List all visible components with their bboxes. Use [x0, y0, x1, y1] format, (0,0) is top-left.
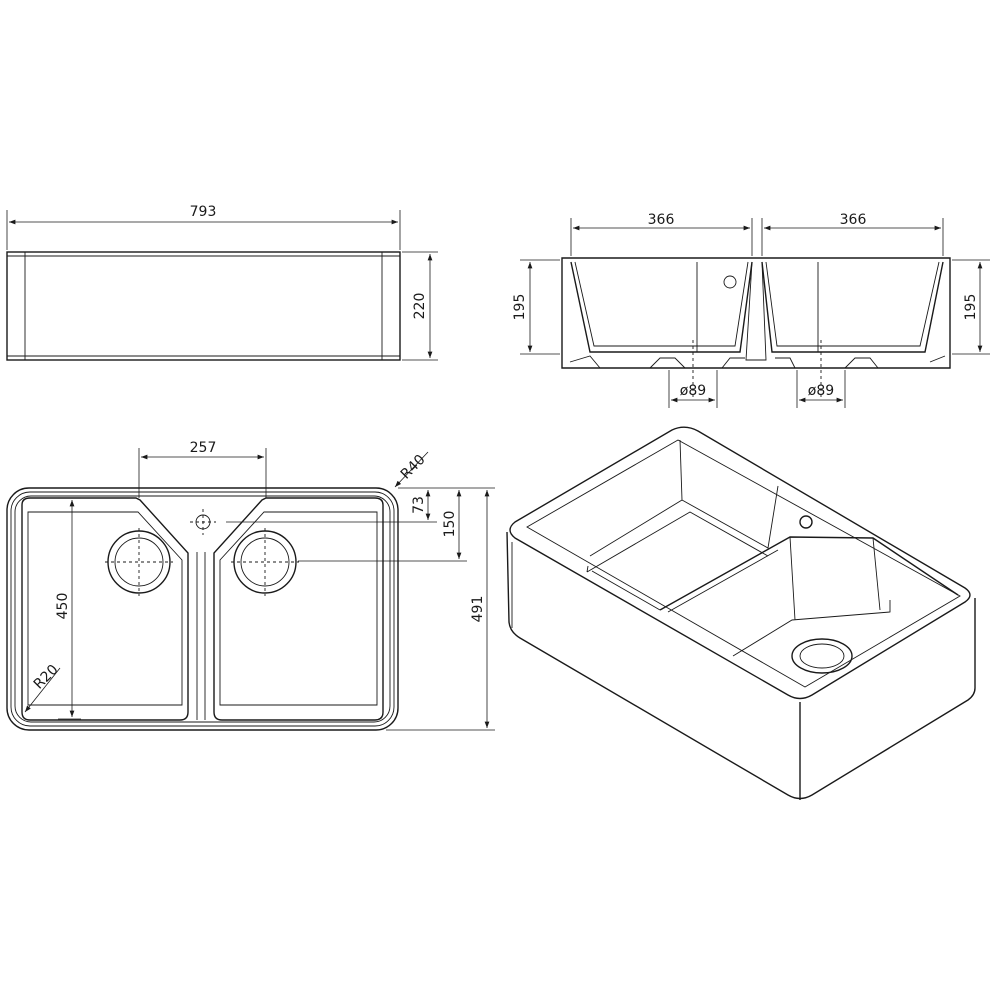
height-label: 220: [412, 293, 428, 320]
drain-spacing-dimension: 257: [138, 440, 267, 498]
plan-view: 257 73 150 491 450 R40: [6, 440, 495, 731]
right-drain-dimension: ø89: [796, 370, 846, 408]
outer-radius-callout: R40: [394, 451, 429, 488]
inner-radius-callout: R20: [24, 662, 62, 713]
left-drain-label: ø89: [680, 383, 706, 399]
left-depth-dimension: 195: [512, 259, 560, 355]
drain-offset-label: 150: [442, 511, 458, 538]
drain-offset-dimension: 150: [298, 490, 467, 562]
tap-hole: [190, 509, 216, 535]
front-view: 793 220: [6, 204, 438, 361]
height-dimension: 220: [402, 251, 438, 361]
right-bowl-width-label: 366: [840, 212, 867, 228]
iso-rim: [509, 426, 971, 700]
right-drain: [231, 528, 299, 596]
bowl-depth-dimension: 450: [55, 497, 81, 720]
tap-hole-offset-dimension: 73: [226, 487, 495, 523]
left-bowl: [21, 497, 189, 721]
right-bowl: [213, 497, 384, 721]
right-drain-label: ø89: [808, 383, 834, 399]
left-depth-label: 195: [512, 294, 528, 321]
section-view: 366 366 195 195 ø89: [512, 212, 990, 408]
overall-depth-dimension: 491: [386, 490, 495, 731]
right-depth-label: 195: [963, 294, 979, 321]
width-dimension: 793: [6, 204, 401, 250]
drain-spacing-label: 257: [190, 440, 217, 456]
isometric-view: [506, 426, 976, 800]
width-label: 793: [190, 204, 217, 220]
overall-depth-label: 491: [470, 596, 486, 623]
front-body: [6, 251, 401, 361]
left-bowl-width-label: 366: [648, 212, 675, 228]
tap-hole-offset-label: 73: [411, 496, 427, 514]
right-bowl-width-dimension: 366: [761, 212, 944, 256]
iso-drain: [791, 638, 853, 674]
bowl-depth-label: 450: [55, 593, 71, 620]
iso-tap-hole: [799, 515, 813, 529]
left-drain: [105, 528, 173, 596]
inner-radius-label: R20: [31, 662, 62, 693]
right-depth-dimension: 195: [952, 259, 990, 355]
left-bowl-width-dimension: 366: [570, 212, 753, 256]
left-drain-dimension: ø89: [668, 370, 718, 408]
